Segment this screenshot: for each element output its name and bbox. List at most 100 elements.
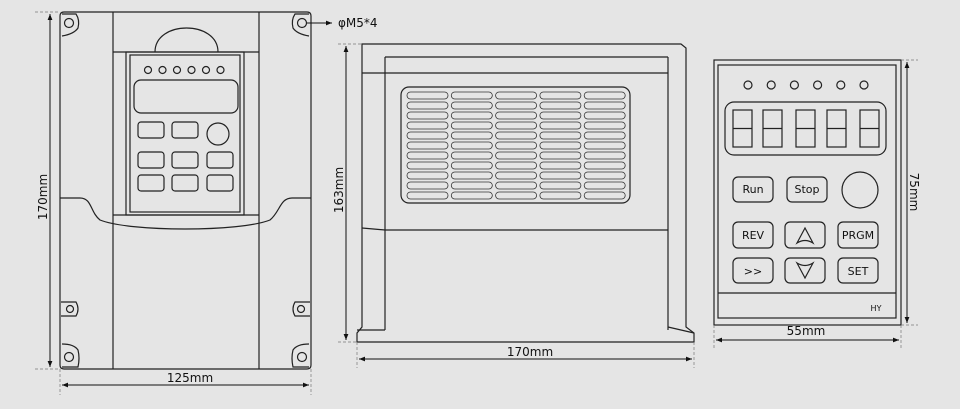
vent-slot <box>406 151 449 160</box>
seven-segment-digit <box>762 109 783 148</box>
front-button[interactable] <box>171 151 199 169</box>
vent-slot <box>495 171 538 180</box>
front-button[interactable] <box>137 174 165 192</box>
vent-slot <box>495 141 538 150</box>
vent-slot <box>539 171 582 180</box>
led-indicator <box>216 65 225 75</box>
vent-slot <box>406 181 449 190</box>
led-indicator <box>766 80 776 90</box>
seven-segment-digit <box>732 109 753 148</box>
up-button[interactable] <box>784 221 826 249</box>
vent-slot <box>539 191 582 200</box>
vent-slot <box>495 191 538 200</box>
potentiometer-knob[interactable] <box>841 171 879 209</box>
keypad-height-label: 75mm <box>907 173 921 212</box>
hole-spec-label: φM5*4 <box>338 16 378 30</box>
shift-button-label: >> <box>744 265 762 278</box>
front-width-label: 125mm <box>167 371 213 385</box>
front-knob[interactable] <box>206 122 230 146</box>
vent-slot <box>583 101 626 110</box>
prgm-button[interactable]: PRGM <box>837 221 879 249</box>
set-button[interactable]: SET <box>837 257 879 284</box>
vent-slot <box>406 121 449 130</box>
vent-slot <box>406 91 449 100</box>
vent-slot <box>406 111 449 120</box>
down-arrow-icon <box>795 261 815 280</box>
keypad-view: Run Stop REV PRGM >> SET <box>713 59 921 350</box>
vent-slot <box>495 131 538 140</box>
vent-slot <box>450 171 493 180</box>
vent-slot <box>406 171 449 180</box>
front-view: 170mm 125mm φM5*4 <box>35 11 378 395</box>
set-button-label: SET <box>848 265 869 278</box>
keypad-led-row <box>743 80 869 90</box>
keypad-display <box>724 101 887 156</box>
down-button[interactable] <box>784 257 826 284</box>
vent-slot <box>583 191 626 200</box>
rev-button[interactable]: REV <box>732 221 774 249</box>
up-arrow-icon <box>795 226 815 245</box>
shift-button[interactable]: >> <box>732 257 774 284</box>
seven-segment-digits <box>732 109 880 148</box>
front-cover-curve <box>60 197 311 230</box>
vent-slot <box>539 91 582 100</box>
led-indicator <box>836 80 846 90</box>
led-indicator <box>172 65 182 75</box>
vent-slots <box>406 91 626 200</box>
side-width-label: 170mm <box>507 345 553 359</box>
front-top-hump <box>154 27 219 53</box>
front-height-label: 170mm <box>36 174 50 220</box>
vent-slot <box>450 101 493 110</box>
vent-slot <box>495 181 538 190</box>
vent-slot <box>539 111 582 120</box>
stop-button[interactable]: Stop <box>786 176 828 203</box>
front-button[interactable] <box>206 174 234 192</box>
front-button[interactable] <box>137 121 165 139</box>
vent-slot <box>406 191 449 200</box>
vent-slot <box>539 151 582 160</box>
seven-segment-digit <box>859 109 880 148</box>
vent-grille <box>400 86 631 204</box>
vent-slot <box>539 181 582 190</box>
vent-slot <box>450 111 493 120</box>
vent-slot <box>450 161 493 170</box>
front-button[interactable] <box>206 151 234 169</box>
vent-slot <box>583 141 626 150</box>
prgm-button-label: PRGM <box>842 229 874 242</box>
led-indicator <box>201 65 211 75</box>
run-button[interactable]: Run <box>732 176 774 203</box>
vent-slot <box>495 121 538 130</box>
vent-slot <box>539 161 582 170</box>
vent-slot <box>495 101 538 110</box>
vent-slot <box>583 121 626 130</box>
vent-slot <box>583 151 626 160</box>
led-indicator <box>143 65 153 75</box>
vent-slot <box>583 91 626 100</box>
front-button[interactable] <box>171 174 199 192</box>
stop-button-label: Stop <box>794 183 819 196</box>
vent-slot <box>450 181 493 190</box>
vent-slot <box>583 171 626 180</box>
led-indicator <box>187 65 196 75</box>
led-indicator <box>789 80 800 90</box>
front-button[interactable] <box>137 151 165 169</box>
vent-slot <box>450 121 493 130</box>
side-height-label: 163mm <box>332 167 346 213</box>
vent-slot <box>495 151 538 160</box>
run-button-label: Run <box>742 183 763 196</box>
vent-slot <box>406 131 449 140</box>
vent-slot <box>495 91 538 100</box>
led-indicator <box>743 80 753 90</box>
vent-slot <box>406 101 449 110</box>
mounting-hole-icon <box>61 13 310 368</box>
keypad-width-label: 55mm <box>787 324 826 338</box>
keypad-outer <box>713 59 902 326</box>
vent-slot <box>450 91 493 100</box>
brand-label: HY <box>871 304 882 313</box>
vent-slot <box>450 141 493 150</box>
front-button[interactable] <box>171 121 199 139</box>
vent-slot <box>495 111 538 120</box>
vent-slot <box>495 161 538 170</box>
front-body-outline <box>59 11 312 370</box>
